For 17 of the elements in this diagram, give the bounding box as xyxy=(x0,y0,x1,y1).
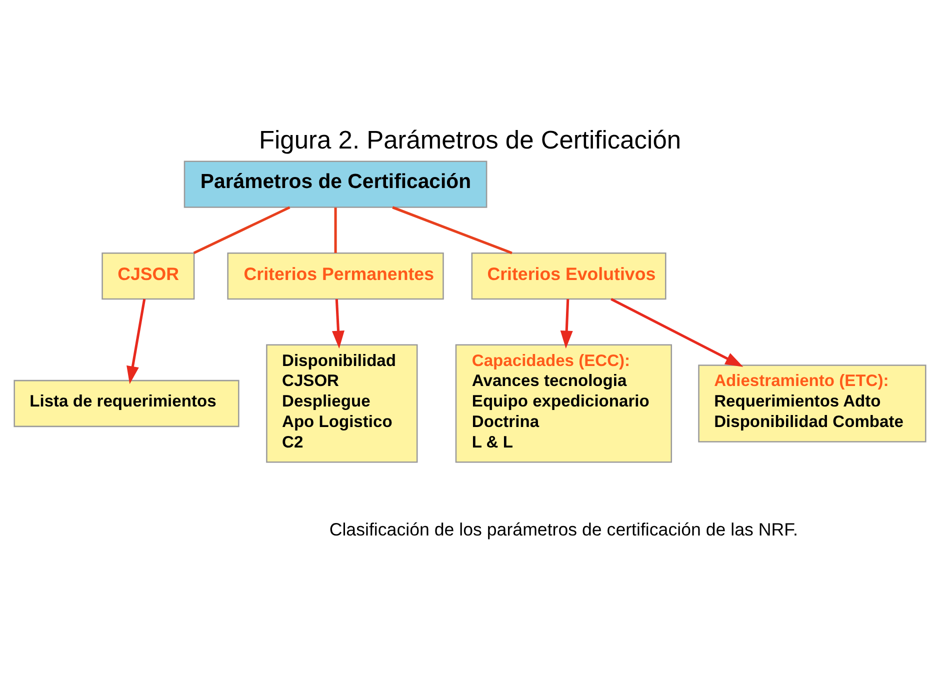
arrow xyxy=(560,299,572,349)
connector xyxy=(192,206,290,254)
node-box: Disponibilidad CJSOR Despliegue Apo Logistico C2 xyxy=(266,344,418,463)
node-box: CJSOR xyxy=(101,252,194,300)
node-box: Parámetros de Certificación xyxy=(183,160,487,208)
arrow xyxy=(126,298,146,384)
connector xyxy=(392,206,512,254)
node-box: Adiestramiento (ETC): Requerimientos Adto Disponibilidad Combate xyxy=(698,364,926,442)
diagram-title: Figura 2. Parámetros de Certificación xyxy=(258,126,681,155)
connector xyxy=(334,208,336,253)
node-box: Criterios Evolutivos xyxy=(470,252,666,300)
arrow xyxy=(610,298,743,367)
node-box: Capacidades (ECC): Avances tecnologia Equipo expedicionario Doctrina L & L xyxy=(454,344,672,463)
caption: Clasificación de los parámetros de certificación de las NRF. xyxy=(328,520,798,540)
node-box: Criterios Permanentes xyxy=(226,252,444,300)
arrow xyxy=(332,299,344,349)
node-box: Lista de requerimientos xyxy=(13,380,239,428)
